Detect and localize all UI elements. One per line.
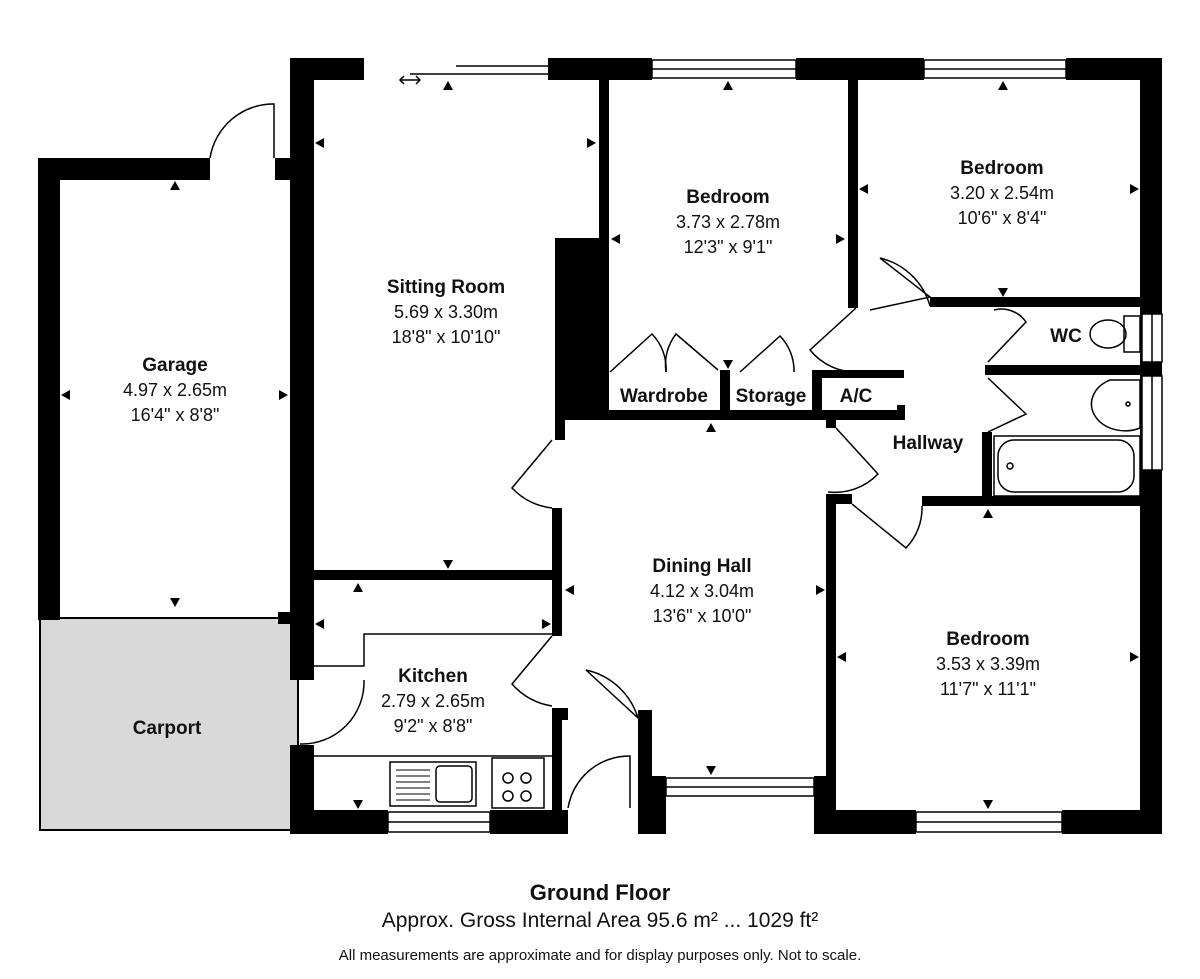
carport-name: Carport — [133, 718, 202, 739]
bedroom-3-name: Bedroom — [946, 629, 1029, 650]
bedroom-2-metric: 3.20 x 2.54m — [950, 183, 1054, 203]
carport-area — [39, 617, 299, 831]
dining-hall-name: Dining Hall — [652, 556, 751, 577]
bedroom-1-name: Bedroom — [686, 187, 769, 208]
dining-hall-metric: 4.12 x 3.04m — [650, 581, 754, 601]
floor-title: Ground Floor — [529, 880, 671, 905]
kitchen-imperial: 9'2" x 8'8" — [394, 716, 473, 736]
kitchen-name: Kitchen — [398, 666, 468, 687]
sitting-room-name: Sitting Room — [387, 277, 505, 298]
wardrobe-name: Wardrobe — [620, 386, 708, 407]
garage-imperial: 16'4" x 8'8" — [131, 405, 220, 425]
storage-name: Storage — [736, 386, 807, 407]
walls — [38, 58, 1162, 834]
hallway-name: Hallway — [893, 433, 964, 454]
kitchen-metric: 2.79 x 2.65m — [381, 691, 485, 711]
sitting-room-metric: 5.69 x 3.30m — [394, 302, 498, 322]
room-labels: Sitting Room 5.69 x 3.30m 18'8" x 10'10"… — [123, 158, 1082, 739]
bedroom-3-imperial: 11'7" x 11'1" — [940, 679, 1036, 699]
bedroom-3-metric: 3.53 x 3.39m — [936, 654, 1040, 674]
garage-name: Garage — [142, 355, 207, 376]
bedroom-2-imperial: 10'6" x 8'4" — [958, 208, 1047, 228]
dimension-arrows — [61, 81, 1139, 809]
bedroom-1-metric: 3.73 x 2.78m — [676, 212, 780, 232]
ac-name: A/C — [840, 386, 873, 407]
bedroom-1-imperial: 12'3" x 9'1" — [684, 237, 773, 257]
garage-metric: 4.97 x 2.65m — [123, 380, 227, 400]
thin-lines — [209, 59, 1163, 833]
wc-name: WC — [1050, 326, 1082, 347]
gross-area: Approx. Gross Internal Area 95.6 m² ... … — [381, 909, 819, 932]
dining-hall-imperial: 13'6" x 10'0" — [653, 606, 752, 626]
sitting-room-imperial: 18'8" x 10'10" — [392, 327, 501, 347]
disclaimer: All measurements are approximate and for… — [338, 947, 862, 964]
bedroom-2-name: Bedroom — [960, 158, 1043, 179]
